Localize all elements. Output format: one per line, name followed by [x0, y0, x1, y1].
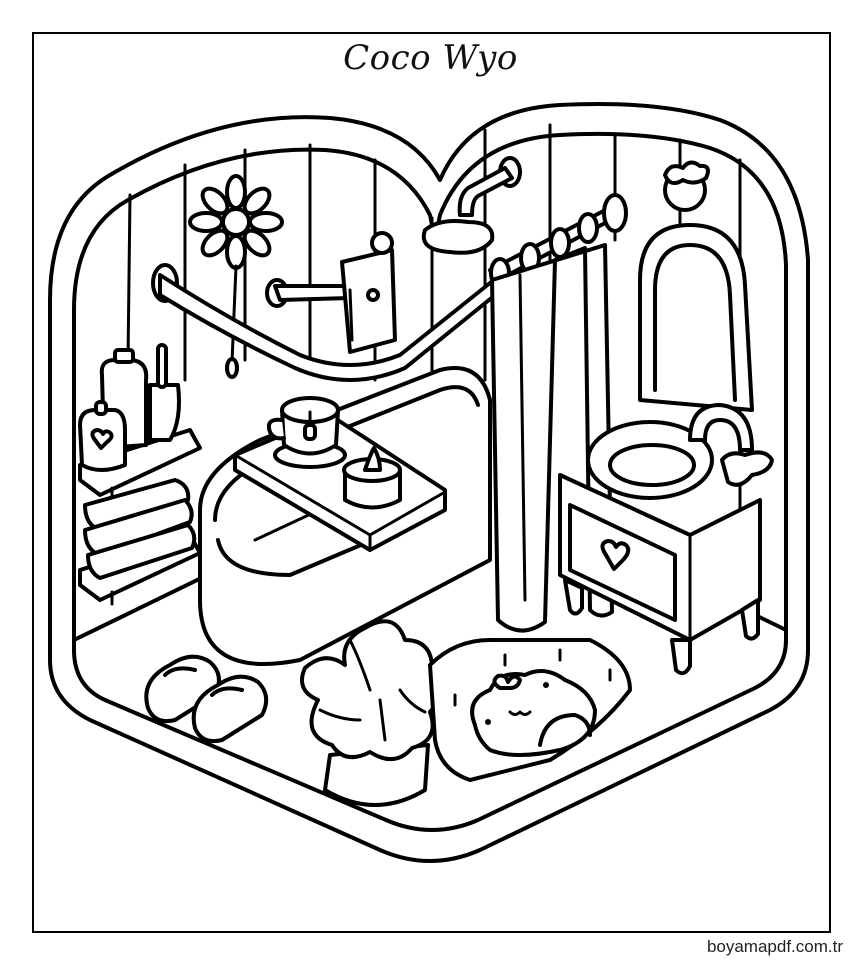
page-border-frame — [32, 32, 831, 933]
candle — [342, 446, 402, 510]
sink-cabinet — [558, 473, 762, 676]
soap-bottles — [78, 343, 181, 472]
folded-towels — [83, 478, 197, 580]
wall-ornament — [663, 160, 710, 212]
wall-flower-decoration — [188, 174, 284, 379]
page-title: Coco Wyo — [343, 38, 518, 78]
slippers — [144, 654, 269, 744]
mirror — [638, 223, 754, 412]
frog-rug-design — [470, 669, 597, 757]
shower-curtain — [488, 193, 628, 633]
website-credit[interactable]: boyamapdf.com.tr — [706, 937, 843, 956]
shower-head — [421, 156, 522, 255]
tea-cup — [266, 396, 347, 469]
sink-basin — [586, 403, 774, 500]
hanging-towel — [340, 231, 397, 354]
shower-rail — [151, 263, 507, 382]
